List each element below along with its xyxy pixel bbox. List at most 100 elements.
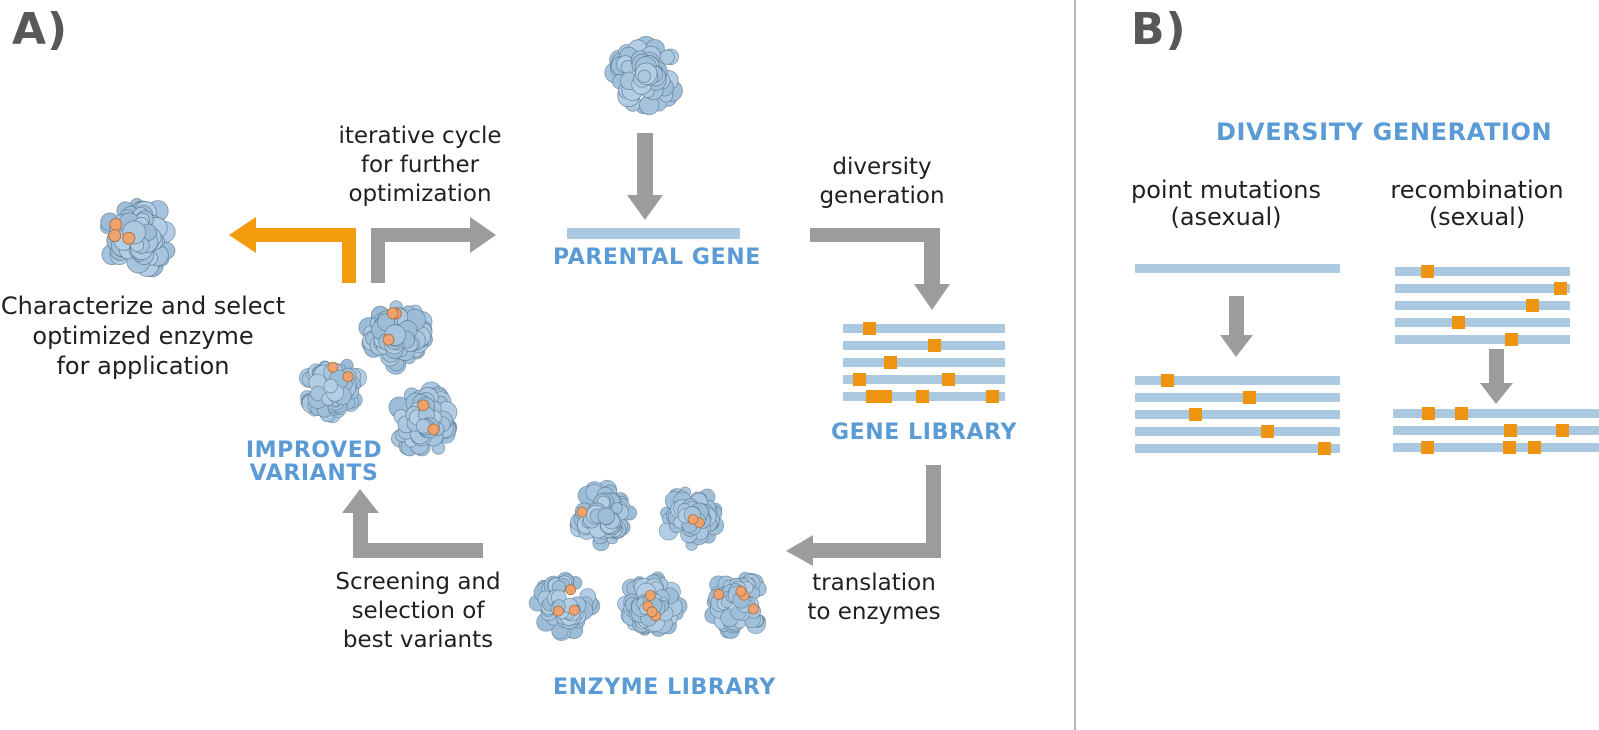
screening-arrow <box>342 489 483 558</box>
dna-strand <box>1395 265 1570 278</box>
mutation-mark <box>1420 441 1434 454</box>
panel-divider <box>1074 0 1076 730</box>
screening-line2: selection of <box>351 598 485 624</box>
dna-strand <box>1393 441 1599 454</box>
diversity-generation-title: DIVERSITY GENERATION <box>1216 118 1553 146</box>
iterative-cycle-line1: iterative cycle <box>338 123 502 149</box>
improved-variant-blob-1 <box>352 288 444 380</box>
dna-strand <box>843 339 1005 352</box>
translation-line1: translation <box>812 570 936 596</box>
dna-strand <box>843 390 1005 403</box>
mutation-mark <box>879 390 893 403</box>
recombination-line1: recombination <box>1390 176 1564 204</box>
mutation-mark <box>1317 442 1331 455</box>
mutation-mark <box>927 339 941 352</box>
improved-variants-line2: VARIANTS <box>249 461 379 486</box>
mutation-mark <box>986 390 1000 403</box>
selected-enzyme-image <box>88 186 188 286</box>
dna-strand <box>1135 264 1340 273</box>
mutation-mark <box>1528 441 1542 454</box>
gene-library-strands <box>843 322 1005 409</box>
enzyme-library-blob-2 <box>650 476 732 560</box>
dna-strand <box>1395 299 1570 312</box>
parental-gene-bar <box>567 228 740 239</box>
point-mutations-input-strand <box>1135 264 1340 281</box>
mutation-mark <box>1261 425 1275 438</box>
recombination-label: recombination (sexual) <box>1377 177 1577 231</box>
mutation-mark <box>866 390 880 403</box>
enzyme-library-label: ENZYME LIBRARY <box>553 675 776 700</box>
improved-variants-label: IMPROVED VARIANTS <box>234 439 394 485</box>
gene-library-label: GENE LIBRARY <box>831 420 1017 445</box>
screening-text: Screening and selection of best variants <box>318 568 518 655</box>
improved-variants-line1: IMPROVED <box>245 438 383 463</box>
dna-strand <box>1393 424 1599 437</box>
parental-gene-label: PARENTAL GENE <box>553 245 761 270</box>
characterize-line3: for application <box>56 352 230 380</box>
dna-strand <box>1135 408 1340 421</box>
recombination-arrow <box>1480 349 1513 404</box>
mutation-mark <box>1452 316 1465 329</box>
panel-b-label: B) <box>1131 4 1187 55</box>
point-mutations-arrow <box>1220 296 1253 357</box>
dna-strand <box>1395 316 1570 329</box>
diversity-generation-arrow <box>810 228 950 310</box>
dna-strand <box>843 322 1005 335</box>
dna-strand <box>1135 391 1340 404</box>
mutation-mark <box>1525 299 1539 312</box>
translation-text: translation to enzymes <box>774 569 974 627</box>
mutation-mark <box>1504 424 1518 437</box>
dna-strand <box>843 373 1005 386</box>
dna-strand <box>1395 282 1570 295</box>
mutation-mark <box>942 373 956 386</box>
characterize-text: Characterize and select optimized enzyme… <box>0 291 286 381</box>
iterative-cycle-text: iterative cycle for further optimization <box>320 122 520 209</box>
point-mutations-label: point mutations (asexual) <box>1126 177 1326 231</box>
mutation-mark <box>1242 391 1256 404</box>
iterate-right-arrow <box>371 217 496 283</box>
enzyme-library-blob-1 <box>560 474 644 558</box>
iterative-cycle-line3: optimization <box>348 181 492 207</box>
diversity-line2: generation <box>819 183 945 209</box>
dna-strand <box>1393 407 1599 420</box>
point-mutations-output-strands <box>1135 374 1340 461</box>
mutation-mark <box>1422 407 1436 420</box>
mutation-mark <box>862 322 876 335</box>
mutation-mark <box>1504 333 1518 346</box>
mutation-mark <box>1420 265 1434 278</box>
translation-line2: to enzymes <box>807 599 941 625</box>
panel-a-label: A) <box>12 4 69 55</box>
mutation-mark <box>1189 408 1203 421</box>
screening-line1: Screening and <box>335 569 501 595</box>
improved-variant-blob-2 <box>291 343 375 435</box>
dna-strand <box>1135 425 1340 438</box>
point-mutations-line1: point mutations <box>1130 176 1322 204</box>
mutation-mark <box>883 356 897 369</box>
diversity-generation-text: diversity generation <box>782 153 982 211</box>
recombination-input-strands <box>1395 265 1570 352</box>
improved-variant-blob-3 <box>379 376 471 468</box>
iterative-cycle-line2: for further <box>360 152 480 178</box>
mutation-mark <box>853 373 867 386</box>
select-left-arrow <box>229 217 356 283</box>
parental-enzyme-image <box>598 28 694 124</box>
recombination-line2: (sexual) <box>1428 203 1526 231</box>
dna-strand <box>1135 442 1340 455</box>
dna-strand <box>1135 374 1340 387</box>
point-mutations-line2: (asexual) <box>1170 203 1282 231</box>
diversity-line1: diversity <box>832 154 932 180</box>
translation-arrow <box>786 465 941 566</box>
characterize-line2: optimized enzyme <box>32 322 254 350</box>
mutation-mark <box>1555 424 1569 437</box>
recombination-output-strands <box>1393 407 1599 460</box>
dna-strand <box>1395 333 1570 346</box>
enzyme-library-blob-5 <box>696 561 780 648</box>
mutation-mark <box>1503 441 1517 454</box>
mutation-mark <box>1454 407 1468 420</box>
mutation-mark <box>916 390 930 403</box>
dna-strand <box>843 356 1005 369</box>
characterize-line1: Characterize and select <box>0 292 286 320</box>
screening-line3: best variants <box>342 627 494 653</box>
